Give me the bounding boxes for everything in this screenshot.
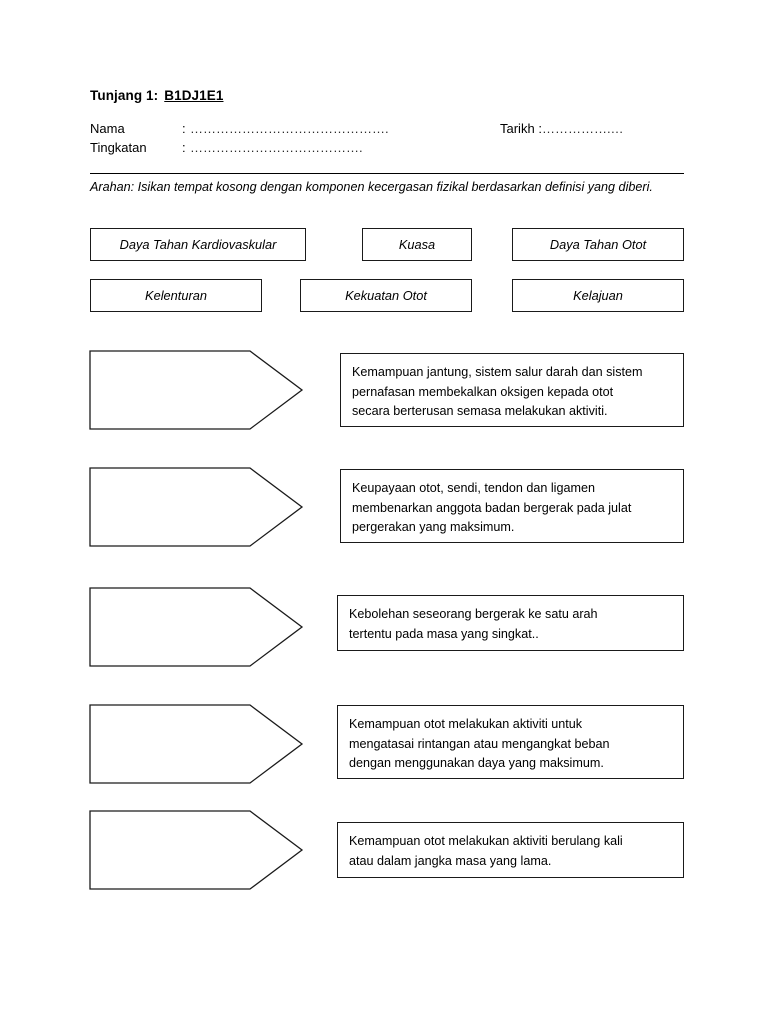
definition-line: Keupayaan otot, sendi, tendon dan ligame… (352, 481, 595, 495)
definition-line: secara berterusan semasa melakukan aktiv… (352, 404, 608, 418)
definition-line: Kebolehan seseorang bergerak ke satu ara… (349, 607, 598, 621)
field-tingkatan-colon: : (182, 140, 186, 155)
word-box-label: Kelajuan (573, 288, 623, 303)
page-title: Tunjang 1: B1DJ1E1 (90, 88, 224, 103)
answer-arrow-5[interactable] (89, 810, 304, 890)
field-tarikh-colon: : (538, 121, 542, 136)
field-tingkatan: Tingkatan: …………………………………. (90, 140, 363, 155)
word-box-label: Daya Tahan Otot (549, 237, 647, 252)
field-nama: Nama: ………………………………………. (90, 121, 389, 136)
definition-line: dengan menggunakan daya yang maksimum. (349, 756, 604, 770)
instruction-text: Arahan: Isikan tempat kosong dengan komp… (90, 180, 653, 194)
definition-box-5: Kemampuan otot melakukan aktiviti berula… (337, 822, 684, 878)
field-tarikh: Tarikh :…………….… (500, 121, 624, 136)
definition-box-1: Kemampuan jantung, sistem salur darah da… (340, 353, 684, 427)
definition-line: atau dalam jangka masa yang lama. (349, 853, 552, 868)
field-nama-colon: : (182, 121, 186, 136)
field-tarikh-input[interactable]: …………….… (541, 121, 624, 136)
word-box-label: Daya Tahan Kardiovaskular (119, 237, 277, 252)
answer-arrow-4[interactable] (89, 704, 304, 784)
title-code: B1DJ1E1 (164, 88, 224, 103)
field-nama-input[interactable]: ………………………………………. (190, 121, 389, 136)
definition-line: pernafasan membekalkan oksigen kepada ot… (352, 384, 614, 399)
header-divider (90, 173, 684, 174)
definition-line: Kemampuan otot melakukan aktiviti untuk (349, 717, 583, 731)
definition-box-2: Keupayaan otot, sendi, tendon dan ligame… (340, 469, 684, 543)
word-box-label: Kuasa (398, 237, 436, 252)
definition-line: Kemampuan jantung, sistem salur darah da… (352, 365, 643, 379)
word-box-kelenturan[interactable]: Kelenturan (90, 279, 262, 312)
field-nama-label: Nama (90, 121, 125, 136)
title-prefix: Tunjang 1: (90, 88, 159, 103)
definition-line: mengatasai rintangan atau mengangkat beb… (349, 736, 610, 751)
word-box-label: Kekuatan Otot (345, 288, 427, 303)
word-box-label: Kelenturan (145, 288, 207, 303)
definition-box-4: Kemampuan otot melakukan aktiviti untuk … (337, 705, 684, 779)
word-box-kekuatan-otot[interactable]: Kekuatan Otot (300, 279, 472, 312)
answer-arrow-2[interactable] (89, 467, 304, 547)
definition-line: Kemampuan otot melakukan aktiviti berula… (349, 834, 623, 848)
answer-arrow-1[interactable] (89, 350, 304, 430)
definition-line: tertentu pada masa yang singkat.. (349, 626, 539, 641)
word-box-daya-tahan-kardiovaskular[interactable]: Daya Tahan Kardiovaskular (90, 228, 306, 261)
answer-arrow-3[interactable] (89, 587, 304, 667)
field-tingkatan-label: Tingkatan (90, 140, 147, 155)
word-box-kelajuan[interactable]: Kelajuan (512, 279, 684, 312)
word-box-kuasa[interactable]: Kuasa (362, 228, 472, 261)
field-tarikh-label: Tarikh (500, 121, 535, 136)
definition-line: pergerakan yang maksimum. (352, 520, 515, 534)
definition-box-3: Kebolehan seseorang bergerak ke satu ara… (337, 595, 684, 651)
word-box-daya-tahan-otot[interactable]: Daya Tahan Otot (512, 228, 684, 261)
field-tingkatan-input[interactable]: …………………………………. (190, 140, 363, 155)
definition-line: membenarkan anggota badan bergerak pada … (352, 500, 632, 515)
